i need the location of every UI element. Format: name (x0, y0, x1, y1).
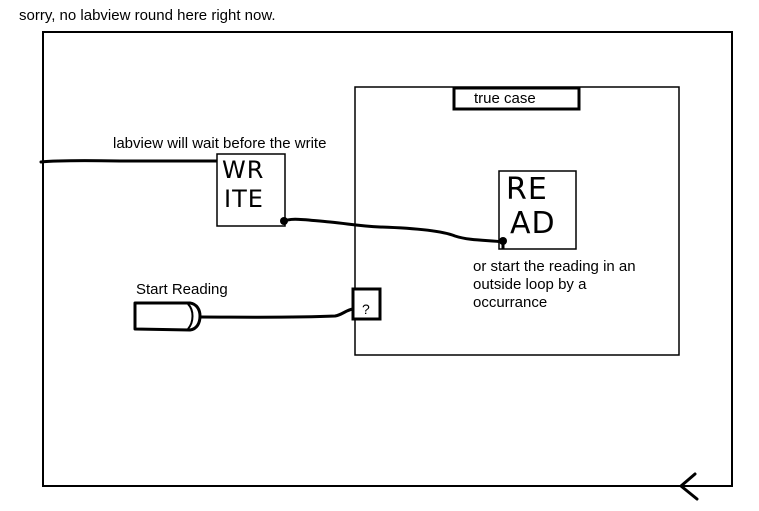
read-block[interactable] (498, 170, 577, 250)
wait-label: labview will wait before the write (113, 135, 327, 152)
write-terminal (280, 217, 288, 225)
start-reading-label: Start Reading (136, 281, 228, 298)
case-selector-symbol: ? (362, 301, 370, 317)
input-wire (39, 159, 219, 164)
header-note: sorry, no labview round here right now. (19, 7, 276, 24)
read-block-text-line1: RE (506, 172, 548, 207)
start-reading-control-edge (187, 303, 194, 330)
loop-condition-icon[interactable] (679, 472, 699, 501)
control-to-selector-wire (198, 307, 355, 319)
read-block-text-line2: AD (510, 206, 556, 241)
case-selector-terminal[interactable] (351, 287, 382, 321)
case-label: true case (474, 90, 536, 107)
write-block[interactable] (216, 153, 286, 227)
outer-loop-frame (42, 31, 733, 487)
write-to-read-wire (281, 217, 505, 244)
occurrence-note: or start the reading in an outside loop … (473, 258, 636, 311)
write-block-text-line2: ITE (224, 185, 264, 213)
write-block-text-line1: WR (222, 156, 265, 184)
case-label-box[interactable] (452, 86, 581, 111)
